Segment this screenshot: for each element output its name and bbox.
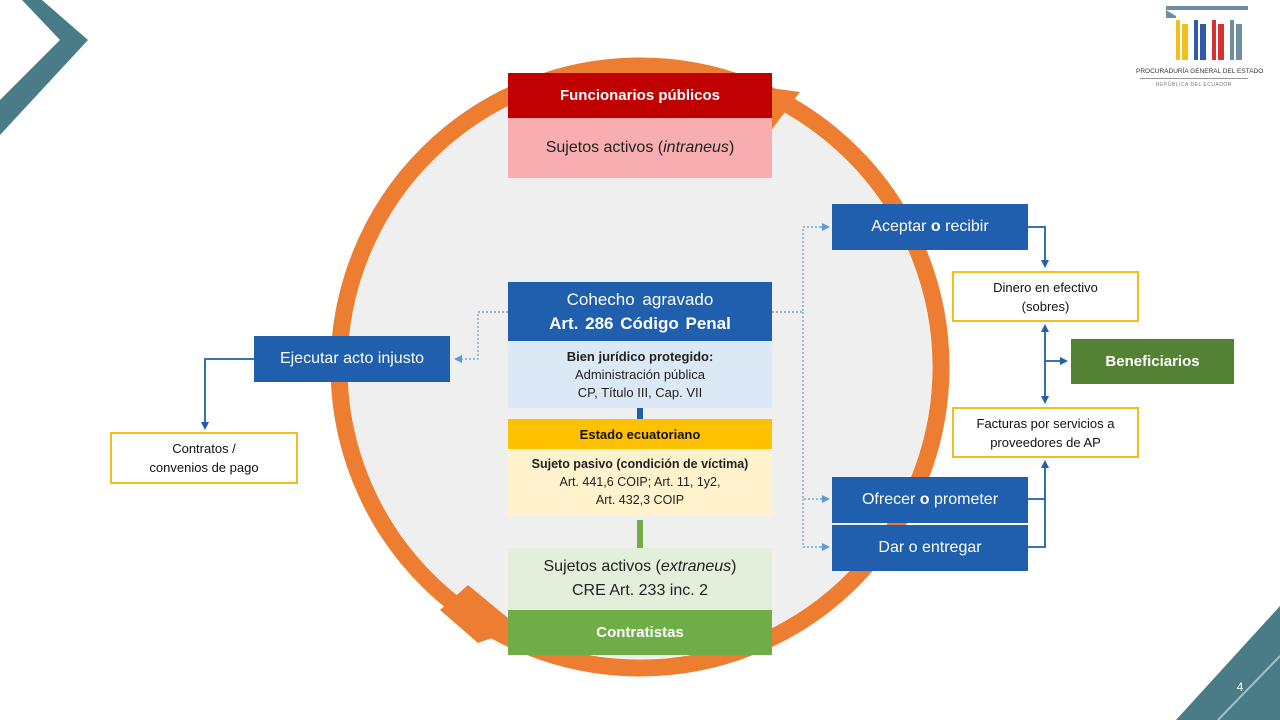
connector-accept-cash <box>1028 226 1049 268</box>
give-deliver-label: Dar o entregar <box>878 539 982 556</box>
ecuadorian-state-header: Estado ecuatoriano <box>508 419 772 449</box>
page-number: 4 <box>1236 680 1244 694</box>
offer-promise-box: Ofrecer o prometer <box>832 477 1028 523</box>
contractors-footer: Contratistas <box>508 610 772 655</box>
constitution-article: CRE Art. 233 inc. 2 <box>571 582 709 599</box>
offense-name: Cohecho agravado <box>566 289 714 309</box>
logo-mark <box>1166 6 1248 60</box>
active-subjects-extraneus: Sujetos activos (extraneus) CRE Art. 233… <box>508 548 772 610</box>
offense-article: Art. 286 Código Penal <box>549 313 731 333</box>
contractors-label: Contratistas <box>596 624 684 641</box>
connector-center-right <box>772 226 828 548</box>
cohecho-agravado-box: Cohecho agravado Art. 286 Código Penal <box>508 282 772 341</box>
legal-interest-title: Bien jurídico protegido: <box>566 348 714 364</box>
connector-offer-invoice <box>1028 460 1049 500</box>
invoices-box: Facturas por servicios a proveedores de … <box>952 407 1139 458</box>
connector-left-result <box>201 358 254 430</box>
cash-line1: Dinero en efectivo <box>993 279 1098 295</box>
invoices-line2: proveedores de AP <box>990 434 1101 450</box>
extraneus-term: extraneus <box>660 558 732 575</box>
public-officials-label: Funcionarios públicos <box>559 87 720 104</box>
passive-subject-line1: Art. 441,6 COIP; Art. 11, 1y2, <box>559 475 721 489</box>
active-subjects-intraneus: Sujetos activos (intraneus) <box>508 118 772 178</box>
cash-box: Dinero en efectivo (sobres) <box>952 271 1139 322</box>
contracts-box: Contratos / convenios de pago <box>110 432 298 484</box>
cash-line2: (sobres) <box>1021 298 1070 314</box>
beneficiaries-box: Beneficiarios <box>1071 339 1234 384</box>
logo-title: PROCURADURÍA GENERAL DEL ESTADO <box>1136 68 1264 75</box>
institution-logo: PROCURADURÍA GENERAL DEL ESTADO REPÚBLIC… <box>1136 4 1264 90</box>
accept-receive-box: Aceptar o recibir <box>832 204 1028 250</box>
execute-unjust-act-box: Ejecutar acto injusto <box>254 336 450 382</box>
legal-interest-box: Bien jurídico protegido: Administración … <box>508 341 772 408</box>
passive-subject-line2: Art. 432,3 COIP <box>595 493 685 507</box>
give-deliver-box: Dar o entregar <box>832 525 1028 571</box>
logo-subtitle: REPÚBLICA DEL ECUADOR <box>1156 82 1232 88</box>
legal-interest-line2: CP, Título III, Cap. VII <box>577 384 703 400</box>
contracts-line1: Contratos / <box>172 441 236 456</box>
passive-subject-box: Sujeto pasivo (condición de víctima) Art… <box>508 449 772 515</box>
passive-subject-title: Sujeto pasivo (condición de víctima) <box>531 457 749 471</box>
public-officials-header: Funcionarios públicos <box>508 73 772 118</box>
connector-give-invoice <box>1028 499 1046 548</box>
legal-interest-line1: Administración pública <box>574 366 706 382</box>
intraneus-term: intraneus <box>663 139 729 156</box>
ring-arrowhead-bottom <box>440 585 520 643</box>
invoices-line1: Facturas por servicios a <box>976 415 1115 431</box>
ecuadorian-state-label: Estado ecuatoriano <box>579 426 701 442</box>
corner-triangle-decoration <box>1176 606 1280 720</box>
contracts-line2: convenios de pago <box>149 460 259 475</box>
beneficiaries-label: Beneficiarios <box>1105 353 1200 370</box>
corner-chevron-decoration <box>0 0 88 135</box>
execute-unjust-act-label: Ejecutar acto injusto <box>279 350 425 367</box>
connector-center-left <box>454 311 508 363</box>
